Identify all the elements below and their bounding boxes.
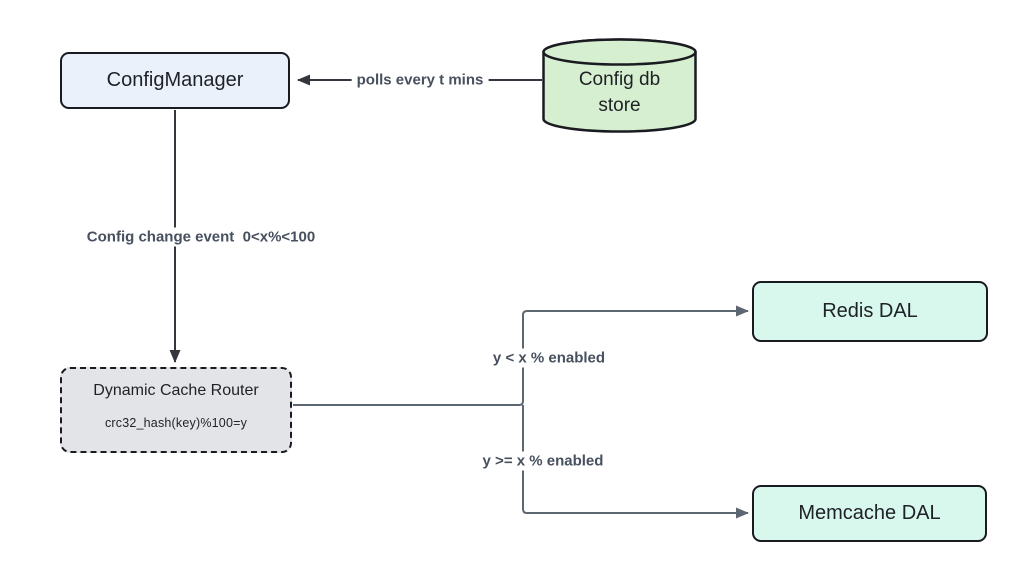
config-change-edge-label: Config change event 0<x%<100	[81, 227, 321, 247]
memcache-dal-label: Memcache DAL	[798, 502, 941, 524]
node-dynamic-cache-router: Dynamic Cache Router crc32_hash(key)%100…	[60, 367, 292, 453]
node-config-db-store: Config db store	[542, 38, 697, 133]
config-db-label-line2: store	[598, 94, 641, 116]
node-config-manager: ConfigManager	[60, 52, 290, 109]
node-memcache-dal: Memcache DAL	[752, 485, 987, 542]
redis-dal-label: Redis DAL	[822, 300, 918, 322]
redis-branch-edge-label: y < x % enabled	[487, 348, 611, 368]
router-hash-formula: crc32_hash(key)%100=y	[104, 416, 248, 430]
config-db-label-line1: Config db	[578, 68, 661, 90]
router-label: Dynamic Cache Router	[93, 382, 259, 399]
database-cylinder-icon	[542, 38, 697, 133]
config-manager-label: ConfigManager	[106, 69, 244, 91]
memcache-branch-arrow	[522, 405, 749, 519]
node-redis-dal: Redis DAL	[752, 281, 988, 342]
polls-edge-label: polls every t mins	[351, 70, 489, 90]
config-db-label: Config db store	[579, 67, 660, 119]
memcache-branch-edge-label: y >= x % enabled	[477, 451, 609, 471]
